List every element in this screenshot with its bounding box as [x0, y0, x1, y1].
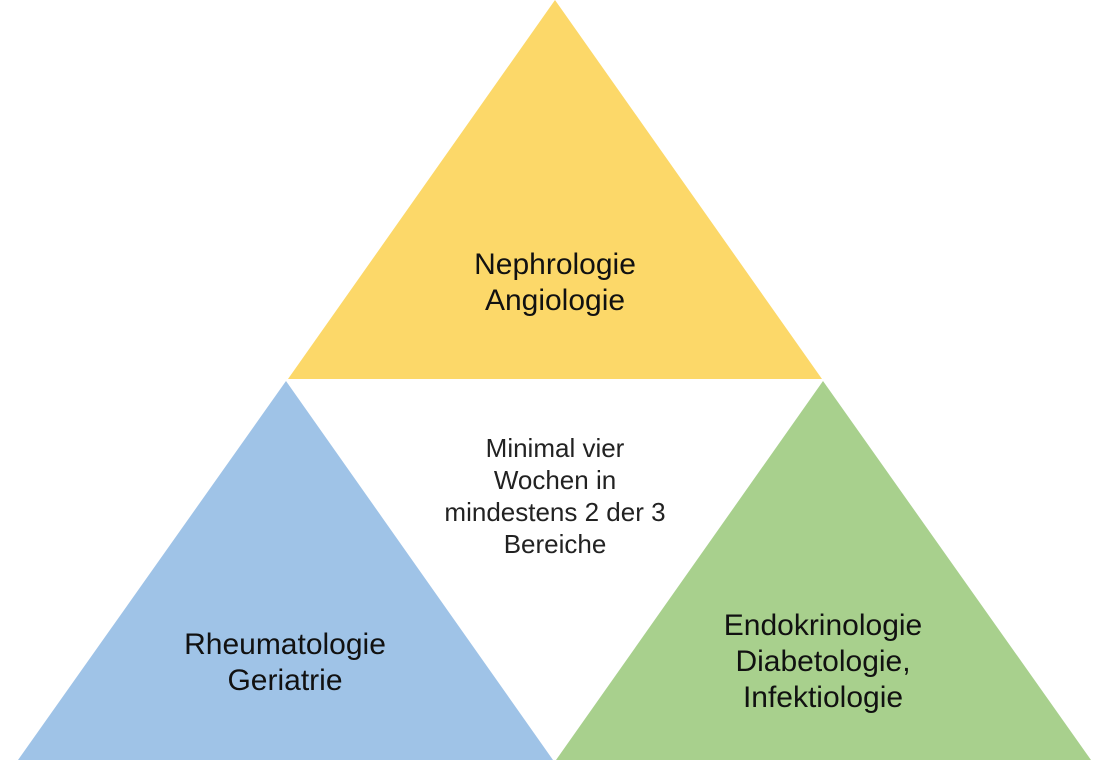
triangle-right [556, 381, 1091, 760]
center-note-line-1: Minimal vier [485, 433, 625, 463]
label-left-triangle: Rheumatologie Geriatrie [85, 627, 485, 699]
triangle-top [288, 0, 822, 379]
label-top-line-2: Angiologie [484, 284, 626, 317]
label-top-triangle: Nephrologie Angiologie [355, 247, 755, 319]
label-right-line-1: Endokrinologie [723, 609, 923, 642]
label-right-triangle: Endokrinologie Diabetologie, Infektiolog… [623, 608, 1023, 716]
center-note-line-2: Wochen in [493, 465, 617, 495]
label-left-line-1: Rheumatologie [184, 628, 386, 661]
label-left-line-2: Geriatrie [227, 664, 343, 697]
label-right-line-2: Diabetologie, [735, 645, 911, 678]
label-top-line-1: Nephrologie [474, 248, 636, 281]
center-note-line-4: Bereiche [503, 529, 607, 559]
triangle-left [18, 381, 553, 760]
center-note: Minimal vier Wochen in mindestens 2 der … [405, 432, 705, 560]
label-right-line-3: Infektiologie [742, 681, 904, 714]
center-note-line-3: mindestens 2 der 3 [444, 497, 666, 527]
